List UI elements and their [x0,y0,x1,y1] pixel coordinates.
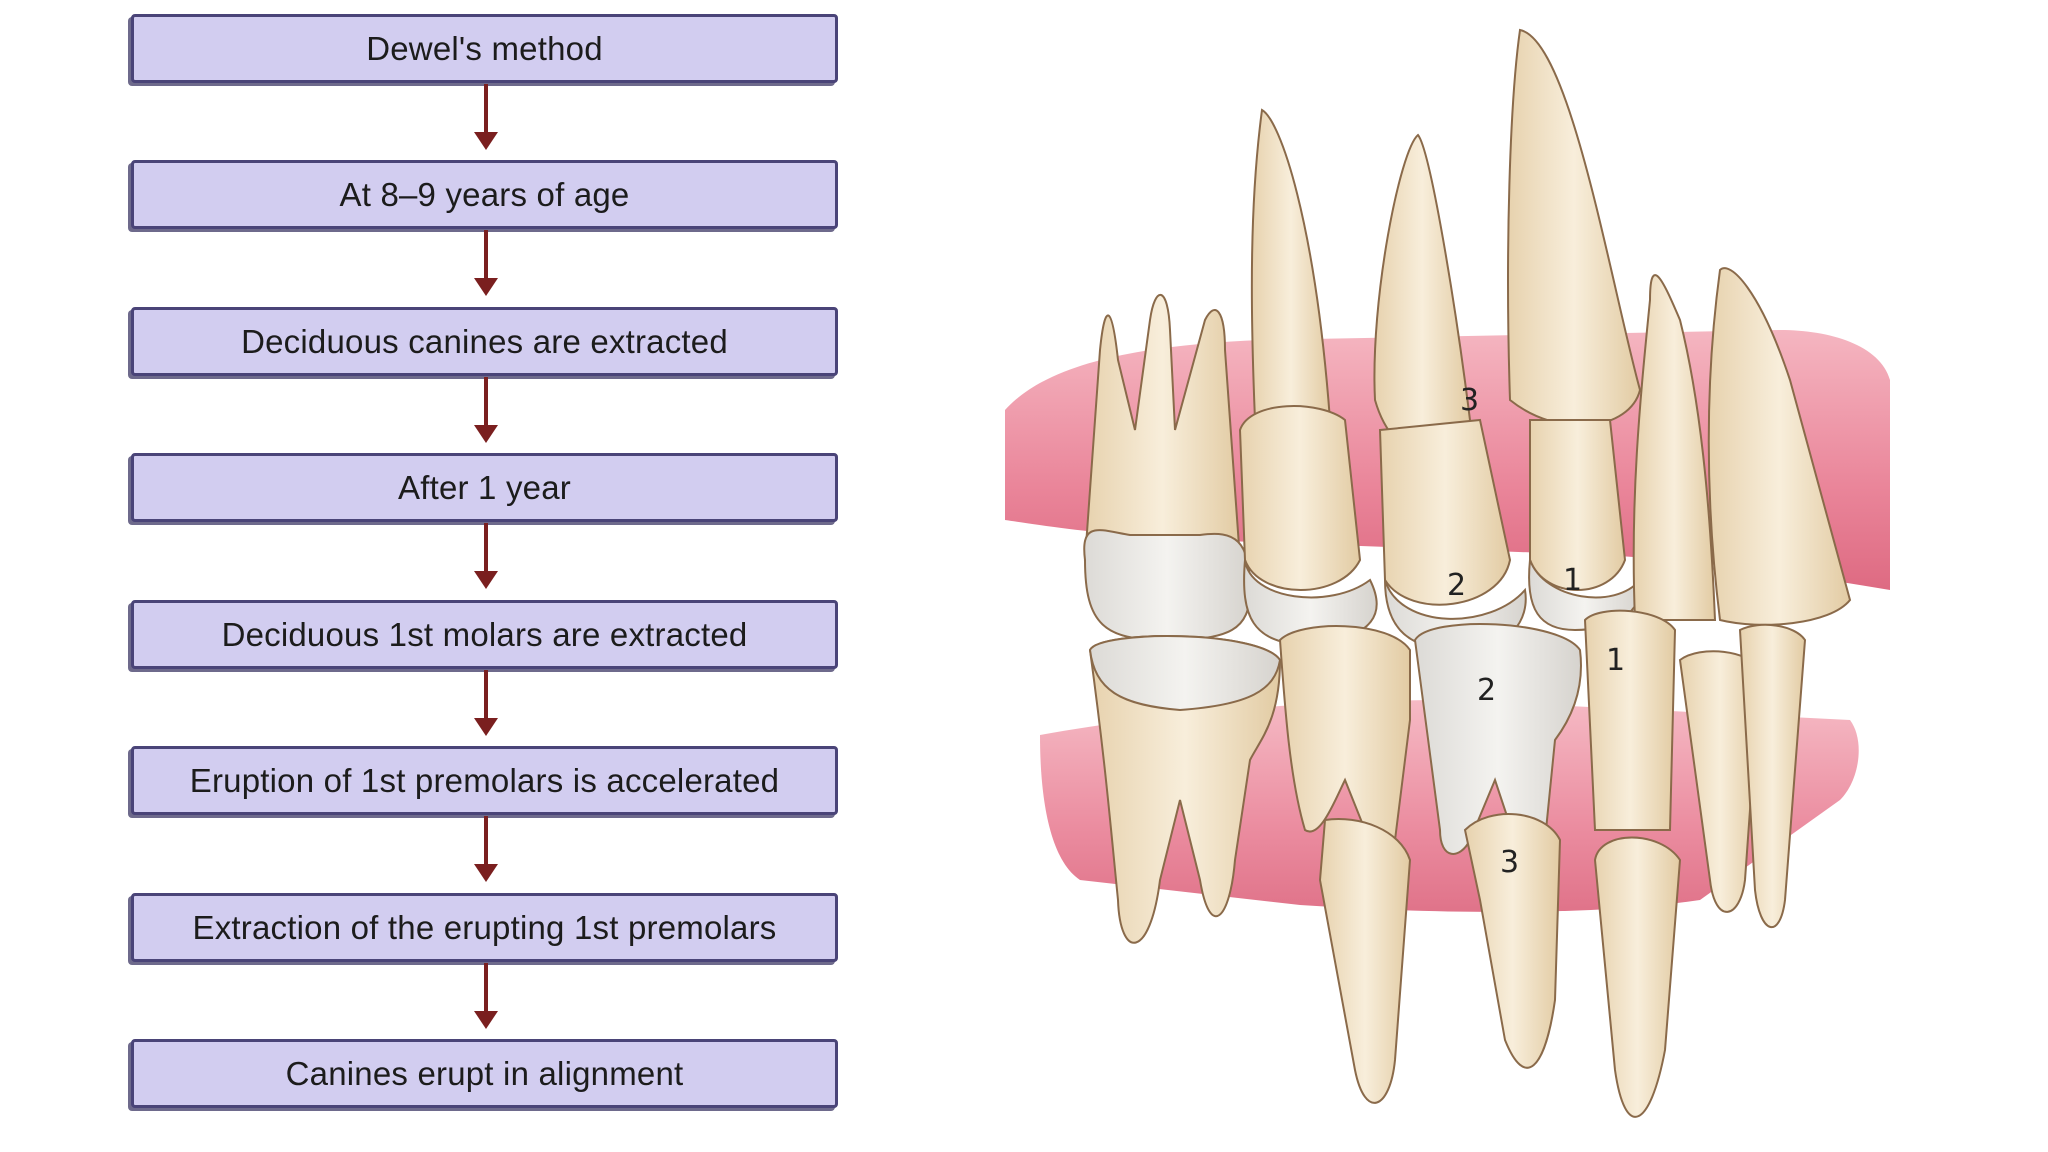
step-deweIs-method: Dewel's method [131,14,838,83]
tooth-label-lower-canine: 3 [1500,845,1519,880]
arrow-down-icon [474,670,498,736]
arrow-down-icon [474,523,498,589]
lower-second-premolar-tooth [1413,622,1582,856]
step-extract-deciduous-canines: Deciduous canines are extracted [131,307,838,376]
upper-incisor-tooth [1632,274,1717,621]
step-premolar-eruption-accelerated: Eruption of 1st premolars is accelerated [131,746,838,815]
tooth-label-upper-canine: 3 [1460,383,1479,418]
lower-canine-tooth [1463,813,1562,1069]
step-canines-erupt-in-alignment: Canines erupt in alignment [131,1039,838,1108]
arrow-down-icon [474,377,498,443]
step-extract-erupting-premolars: Extraction of the erupting 1st premolars [131,893,838,962]
arrow-down-icon [474,230,498,296]
tooth-label-lower-first-premolar: 1 [1606,643,1625,678]
tooth-label-lower-second-premolar: 2 [1477,673,1496,708]
lower-incisor-tooth [1678,650,1762,913]
step-extract-deciduous-first-molars: Deciduous 1st molars are extracted [131,600,838,669]
arrow-down-icon [474,84,498,150]
upper-molar-tooth [1083,294,1242,561]
upper-canine-tooth [1373,133,1472,457]
arrow-down-icon [474,963,498,1029]
tooth-label-upper-first-premolar: 1 [1563,563,1582,598]
upper-premolar-long-tooth [1507,28,1642,427]
lower-central-incisor-tooth [1738,623,1807,929]
flowchart: Dewel's method At 8–9 years of age Decid… [0,0,900,1152]
step-after-1-year: After 1 year [131,453,838,522]
lower-first-premolar-tooth [1583,609,1677,831]
step-age: At 8–9 years of age [131,160,838,229]
arrow-down-icon [474,816,498,882]
dental-arch-illustration: 3 2 1 2 1 3 [1005,28,1890,1118]
upper-premolar-root [1250,108,1332,421]
tooth-label-upper-second-premolar: 2 [1447,568,1466,603]
